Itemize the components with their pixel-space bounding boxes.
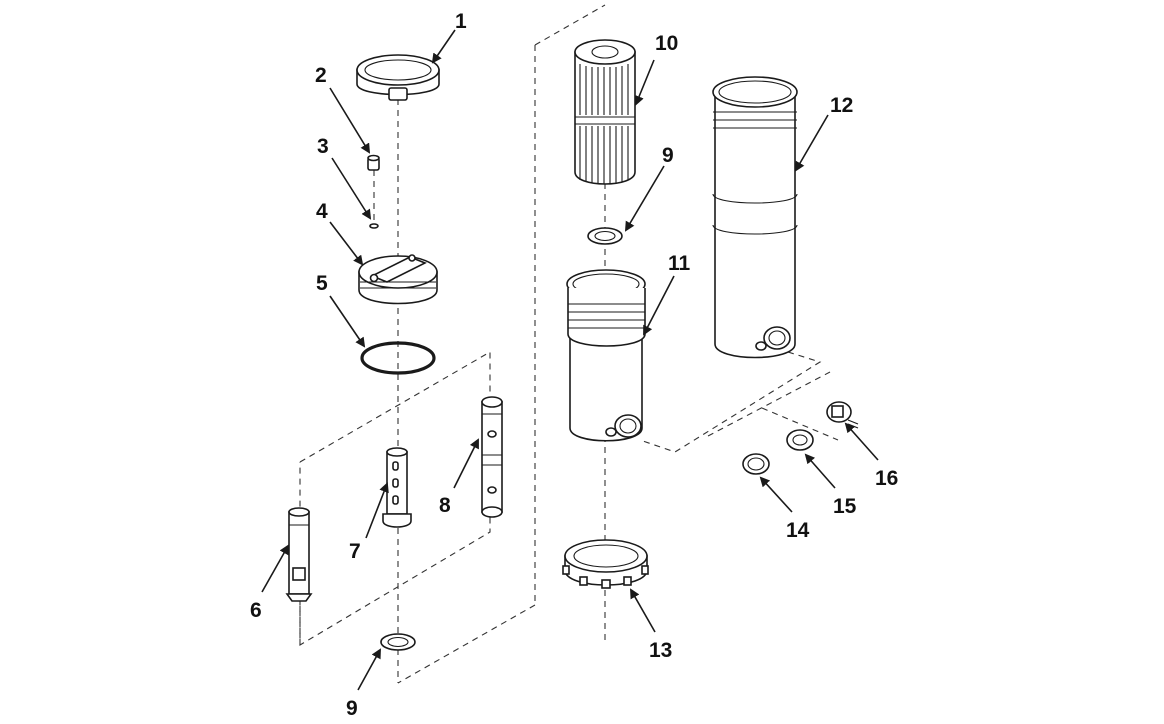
callout-14: 14 xyxy=(786,519,810,542)
part-4-filter-lid xyxy=(358,254,438,305)
part-10-filter-cartridge xyxy=(574,39,636,185)
part-12-tall-housing xyxy=(712,76,798,359)
part-13-bottom-lock-ring xyxy=(562,539,649,589)
leader-lines xyxy=(261,29,879,691)
callout-4: 4 xyxy=(316,200,328,223)
callout-9-bottom: 9 xyxy=(346,697,358,720)
part-2-relief-valve xyxy=(367,154,380,171)
part-1-lock-ring xyxy=(356,54,440,101)
part-9-washer-top xyxy=(587,227,623,245)
callout-2: 2 xyxy=(315,64,327,87)
callout-6: 6 xyxy=(250,599,262,622)
callout-13: 13 xyxy=(649,639,672,662)
callout-16: 16 xyxy=(875,467,898,490)
callout-3: 3 xyxy=(317,135,329,158)
callout-15: 15 xyxy=(833,495,857,518)
callout-9-top: 9 xyxy=(662,144,674,167)
part-7-slotted-tube xyxy=(382,447,412,528)
part-15-nut xyxy=(786,429,814,451)
part-14-adapter-ring xyxy=(742,453,770,475)
callout-5: 5 xyxy=(316,272,328,295)
callout-labels: 1 2 3 4 5 6 7 8 9 10 9 11 12 13 14 15 16 xyxy=(250,10,898,720)
callout-8: 8 xyxy=(439,494,451,517)
callout-11: 11 xyxy=(668,252,691,275)
callout-7: 7 xyxy=(349,540,361,563)
part-16-drain-plug xyxy=(826,401,859,429)
part-3-small-o-ring xyxy=(369,223,379,229)
part-5-lid-o-ring xyxy=(360,341,436,375)
callout-1: 1 xyxy=(455,10,467,33)
callout-10: 10 xyxy=(655,32,678,55)
part-9-washer-bottom xyxy=(380,633,416,651)
part-6-tube xyxy=(285,507,313,602)
part-11-filter-housing xyxy=(566,269,646,442)
callout-12: 12 xyxy=(830,94,853,117)
part-8-double-tube xyxy=(481,396,503,518)
